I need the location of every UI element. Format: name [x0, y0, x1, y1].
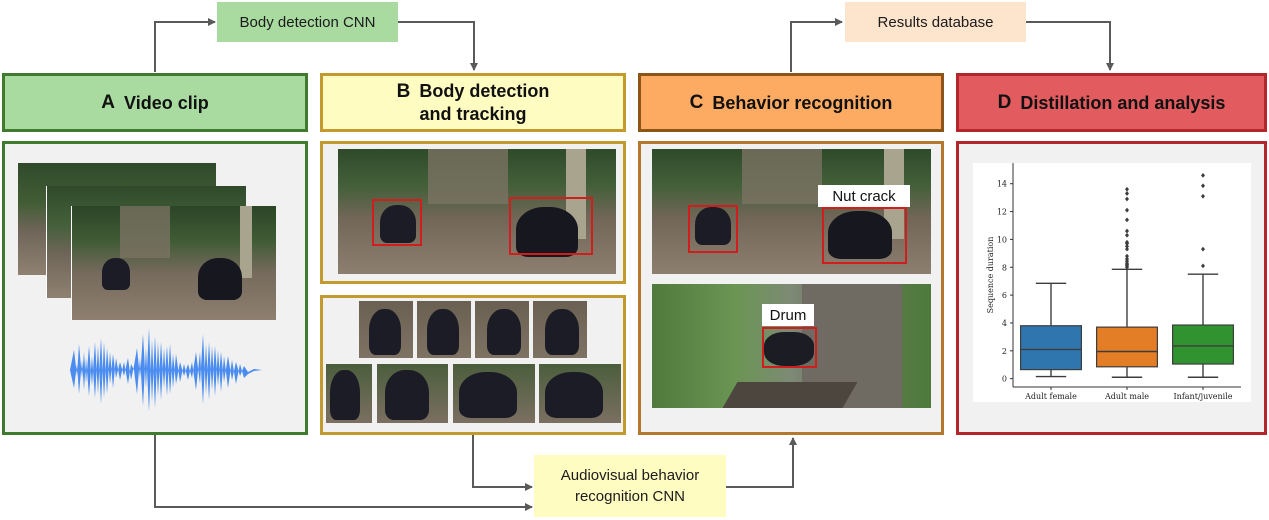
outlier-point [1125, 253, 1129, 259]
panel-c-letter: C [689, 91, 704, 113]
y-tick-label: 10 [997, 235, 1007, 244]
chimp-drumming-icon [764, 332, 814, 366]
chimp-large-icon [198, 258, 242, 300]
outlier-point [1125, 239, 1129, 245]
bounding-box [762, 327, 817, 368]
tracklet-crop [359, 301, 413, 358]
chimp-small-icon [695, 207, 731, 245]
bounding-box [372, 199, 422, 246]
bounding-box [509, 197, 593, 255]
tracklet-crop [539, 364, 621, 423]
chimp-large-icon [828, 211, 892, 259]
tracklet-crop [326, 364, 372, 423]
body-detection-cnn-node: Body detection CNN [217, 2, 398, 42]
outlier-point [1125, 186, 1129, 192]
outlier-point [1125, 232, 1129, 238]
arrow-av-cnn-to-c [726, 437, 797, 488]
iqr-box [1095, 326, 1158, 368]
outlier-point [1125, 256, 1129, 262]
arrow-results-db-to-d [1026, 21, 1114, 71]
results-database-node: Results database [845, 2, 1026, 42]
behavior-label-nut-crack: Nut crack [818, 185, 910, 207]
arrow-a-to-av-cnn [154, 435, 533, 511]
panel-c-title: Behavior recognition [712, 92, 893, 113]
box-group-adult-female [1019, 282, 1082, 378]
tracklet-crop [453, 364, 535, 423]
y-tick-label: 12 [997, 208, 1007, 217]
x-tick-label: Infant/juvenile [1174, 392, 1233, 401]
panel-a-header: A Video clip [2, 73, 308, 132]
y-tick-label: 4 [1002, 319, 1007, 328]
recognition-frame-1: Nut crack [652, 149, 931, 274]
audio-waveform-icon [70, 328, 262, 412]
outlier-point [1201, 172, 1205, 178]
outlier-point [1201, 246, 1205, 252]
y-tick-label: 0 [1002, 375, 1007, 384]
outlier-point [1125, 246, 1129, 252]
y-tick-label: 8 [1002, 263, 1007, 272]
panel-b-title-line2: and tracking [419, 104, 527, 124]
panel-b-letter: B [396, 81, 411, 102]
panel-d-header: D Distillation and analysis [956, 73, 1267, 132]
arrow-body-cnn-to-b [398, 21, 478, 71]
box-group-infant-juvenile [1172, 172, 1235, 378]
outlier-point [1125, 228, 1129, 234]
outlier-point [1201, 263, 1205, 269]
arrow-c-to-results-db [790, 18, 843, 72]
panel-b-header: B Body detection and tracking [320, 73, 626, 132]
recognition-frame-2: Drum [652, 284, 931, 408]
iqr-box [1172, 324, 1235, 365]
box-group-adult-male [1095, 186, 1158, 378]
audiovisual-cnn-label-line2: recognition CNN [574, 488, 686, 505]
panel-d-letter: D [997, 91, 1012, 113]
y-tick-label: 14 [997, 180, 1007, 189]
chimp-small-icon [380, 205, 416, 243]
x-tick-label: Adult male [1104, 392, 1149, 401]
body-detection-cnn-label: Body detection CNN [239, 13, 376, 31]
tracklet-crop [377, 364, 448, 423]
video-frame-3 [71, 206, 276, 320]
outlier-point [1201, 193, 1205, 199]
panel-c-header: C Behavior recognition [638, 73, 944, 132]
chimp-small-icon [102, 258, 130, 290]
arrow-a-to-body-cnn [154, 18, 216, 72]
outlier-point [1125, 196, 1129, 202]
panel-a-title: Video clip [124, 92, 209, 113]
y-tick-label: 6 [1002, 291, 1007, 300]
tracklet-crop [475, 301, 529, 358]
audiovisual-cnn-label-line1: Audiovisual behavior [560, 467, 700, 484]
x-tick-label: Adult female [1024, 392, 1077, 401]
y-axis-label: Sequence duration [986, 237, 995, 314]
arrow-b-to-av-cnn [472, 435, 533, 491]
bounding-box [822, 207, 907, 264]
panel-b-title: Body detection [419, 81, 550, 101]
behavior-label-drum: Drum [762, 304, 814, 326]
panel-a-letter: A [101, 91, 116, 113]
tracklet-crop [533, 301, 587, 358]
iqr-box [1019, 325, 1082, 371]
audiovisual-cnn-node: Audiovisual behavior recognition CNN [534, 455, 726, 517]
bounding-box [688, 205, 738, 253]
tracklet-crop [417, 301, 471, 358]
chimp-large-icon [516, 207, 578, 257]
detection-frame [338, 149, 616, 274]
outlier-point [1125, 243, 1129, 249]
panel-d-title: Distillation and analysis [1020, 92, 1226, 113]
y-tick-label: 2 [1002, 347, 1007, 356]
results-database-label: Results database [877, 13, 994, 31]
outlier-point [1125, 217, 1129, 223]
outlier-point [1201, 183, 1205, 189]
